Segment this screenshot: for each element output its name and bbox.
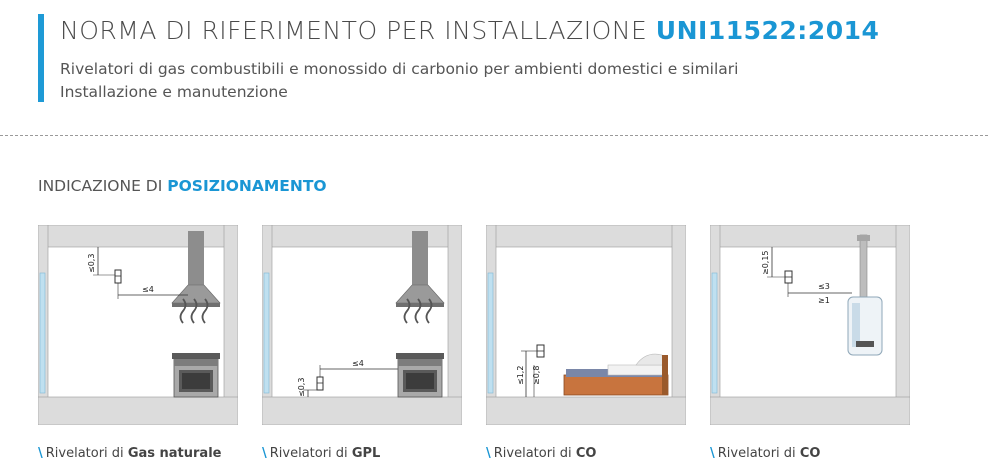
floor-slab [710, 396, 910, 425]
right-wall [671, 225, 686, 425]
gas-detector-icon [316, 376, 324, 391]
room-diagram-gpl: ≤0,3 ≤4 [262, 225, 462, 425]
header-accent-bar [38, 14, 44, 102]
floor-slab [38, 396, 238, 425]
floor-slab [262, 396, 462, 425]
floor-slab [486, 396, 686, 425]
dim-label-3: ≥1 [818, 296, 830, 305]
standard-code: UNI11522:2014 [655, 16, 880, 45]
ceiling-slab [710, 225, 910, 248]
room-diagram-co-boiler: ≥0,15 ≤3 ≥1 [710, 225, 910, 425]
page-title: NORMA DI RIFERIMENTO PER INSTALLAZIONE U… [60, 16, 880, 45]
panel-co-bedroom: ≤1,2 ≥0,8 [486, 225, 686, 425]
stove-icon [172, 353, 220, 398]
ceiling-slab [486, 225, 686, 248]
dim-label-1: ≤0,3 [297, 378, 306, 397]
room-diagram-co-bedroom: ≤1,2 ≥0,8 [486, 225, 686, 425]
dim-label-2: ≤4 [352, 359, 364, 368]
stove-icon [396, 353, 444, 398]
dim-label-1: ≤0,3 [87, 254, 96, 273]
dashed-divider [0, 135, 988, 136]
dim-label-1: ≥0,15 [761, 250, 770, 275]
right-wall [223, 225, 238, 425]
heat-waves-icon [403, 298, 433, 324]
right-wall [447, 225, 462, 425]
window [487, 272, 494, 394]
heat-waves-icon [179, 298, 209, 324]
window [711, 272, 718, 394]
section-heading: INDICAZIONE DI POSIZIONAMENTO [38, 177, 327, 195]
caption-gpl: \Rivelatori di GPL [262, 446, 381, 461]
boiler-icon [847, 234, 883, 356]
dim-label-2: ≤3 [818, 282, 830, 291]
window [263, 272, 270, 394]
caption-co-boiler: \Rivelatori di CO [710, 446, 821, 461]
subtitle-line-1: Rivelatori di gas combustibili e monossi… [60, 60, 739, 78]
caption-co-bedroom: \Rivelatori di CO [486, 446, 597, 461]
bed-icon [563, 353, 669, 396]
panel-gas-naturale: ≤0,3 ≤4 [38, 225, 238, 425]
ceiling-slab [38, 225, 238, 248]
dim-label-2: ≥0,8 [532, 366, 541, 385]
ceiling-slab [262, 225, 462, 248]
gas-detector-icon [114, 269, 122, 284]
dim-label-2: ≤4 [142, 285, 154, 294]
window [39, 272, 46, 394]
right-wall [895, 225, 910, 425]
room-diagram-gas-naturale: ≤0,3 ≤4 [38, 225, 238, 425]
caption-gas-naturale: \Rivelatori di Gas naturale [38, 446, 222, 461]
co-detector-icon [784, 270, 793, 284]
panel-co-boiler: ≥0,15 ≤3 ≥1 [710, 225, 910, 425]
co-detector-icon [536, 344, 545, 358]
dim-label-1: ≤1,2 [516, 366, 525, 385]
subtitle-line-2: Installazione e manutenzione [60, 83, 288, 101]
panel-gpl: ≤0,3 ≤4 [262, 225, 462, 425]
